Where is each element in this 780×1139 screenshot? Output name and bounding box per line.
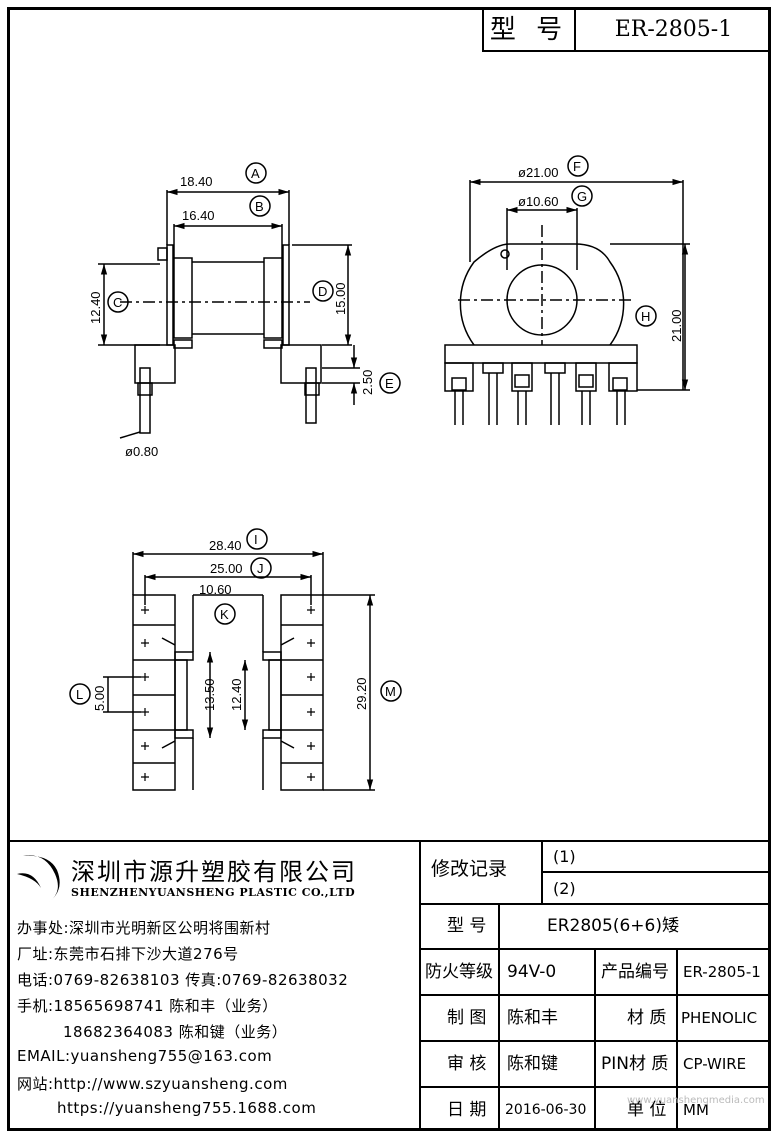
type-value: ER2805(6+6)矮 (547, 916, 679, 936)
front-view (98, 188, 360, 439)
revision-label: 修改记录 (431, 858, 508, 880)
dimension-texts: 18.40 16.40 12.40 15.00 2.50 ø0.80 ø21.0… (76, 159, 684, 711)
mobile-2: 18682364083 陈和键（业务） (63, 1023, 288, 1041)
email[interactable]: EMAIL:yuansheng755@163.com (17, 1047, 273, 1065)
date-value: 2016-06-30 (505, 1102, 587, 1118)
balloon-L: L (76, 687, 83, 702)
balloon-E: E (385, 376, 394, 391)
dim-A-value: 18.40 (180, 174, 213, 189)
side-view (444, 178, 690, 425)
mobile-1: 手机:18565698741 陈和丰（业务） (17, 997, 278, 1015)
balloon-H: H (641, 309, 650, 324)
material-label: 材 质 (627, 1008, 667, 1028)
dim-G-value: ø10.60 (518, 194, 558, 209)
date-label: 日 期 (447, 1100, 487, 1120)
company-name-en: SHENZHENYUANSHENG PLASTIC CO.,LTD (71, 886, 356, 899)
bottom-view (103, 550, 375, 791)
inner-dim-2-value: 12.40 (229, 678, 244, 711)
material-value: PHENOLIC (681, 1009, 758, 1027)
shop-link[interactable]: https://yuansheng755.1688.com (57, 1099, 317, 1117)
pin-material-label: PIN材 质 (601, 1054, 669, 1074)
balloon-F: F (573, 159, 581, 174)
revision-2: (2) (553, 879, 576, 898)
balloon-B: B (255, 199, 264, 214)
balloon-K: K (220, 607, 229, 622)
balloon-J: J (257, 561, 264, 576)
dimension-balloons (69, 155, 657, 705)
inner-dim-1-value: 13.50 (202, 678, 217, 711)
pin-material-value: CP-WIRE (683, 1055, 747, 1073)
model-title-block: 型 号 ER-2805-1 (482, 10, 771, 52)
revision-1: (1) (553, 847, 576, 866)
balloon-I: I (254, 532, 258, 547)
technical-drawing: 18.40 16.40 12.40 15.00 2.50 ø0.80 ø21.0… (69, 155, 690, 791)
unit-value: MM (683, 1101, 709, 1119)
balloon-D: D (318, 284, 327, 299)
type-label: 型 号 (447, 916, 487, 936)
watermark: www.yuanshengmedia.com (627, 1095, 765, 1106)
dim-F-value: ø21.00 (518, 165, 558, 180)
drawn-value: 陈和丰 (507, 1008, 558, 1028)
dim-L-value: 5.00 (92, 686, 107, 711)
unit-label: 单 位 (627, 1100, 667, 1120)
dim-K-value: 10.60 (199, 582, 232, 597)
product-no-label: 产品编号 (601, 962, 669, 982)
dim-E-value: 2.50 (360, 370, 375, 395)
website-link[interactable]: 网站:http://www.szyuansheng.com (17, 1075, 288, 1093)
title-block: 深圳市源升塑胶有限公司 SHENZHENYUANSHENG PLASTIC CO… (7, 840, 771, 1131)
phone-fax: 电话:0769-82638103 传真:0769-82638032 (17, 971, 349, 989)
drawing-frame (7, 7, 771, 1131)
product-no-value: ER-2805-1 (683, 963, 761, 981)
factory-address: 厂址:东莞市石排下沙大道276号 (17, 945, 239, 963)
model-value: ER-2805-1 (614, 17, 733, 42)
balloon-M: M (385, 684, 396, 699)
pin-diameter-value: ø0.80 (125, 444, 158, 459)
dim-C-value: 12.40 (88, 291, 103, 324)
dim-H-value: 21.00 (669, 309, 684, 342)
dim-J-value: 25.00 (210, 561, 243, 576)
balloon-A: A (251, 166, 260, 181)
review-label: 审 核 (447, 1054, 487, 1074)
dim-D-value: 15.00 (333, 282, 348, 315)
drawn-label: 制 图 (447, 1008, 487, 1028)
fire-rating-value: 94V-0 (507, 962, 557, 982)
model-label: 型 号 (484, 10, 576, 50)
fire-rating-label: 防火等级 (425, 962, 493, 982)
balloon-C: C (113, 295, 122, 310)
dim-B-value: 16.40 (182, 208, 215, 223)
office-address: 办事处:深圳市光明新区公明将围新村 (17, 919, 271, 937)
company-logo (17, 855, 60, 902)
balloon-G: G (577, 189, 587, 204)
company-name-cn: 深圳市源升塑胶有限公司 (71, 858, 357, 886)
dim-I-value: 28.40 (209, 538, 242, 553)
review-value: 陈和键 (507, 1054, 558, 1074)
dim-M-value: 29.20 (354, 677, 369, 710)
